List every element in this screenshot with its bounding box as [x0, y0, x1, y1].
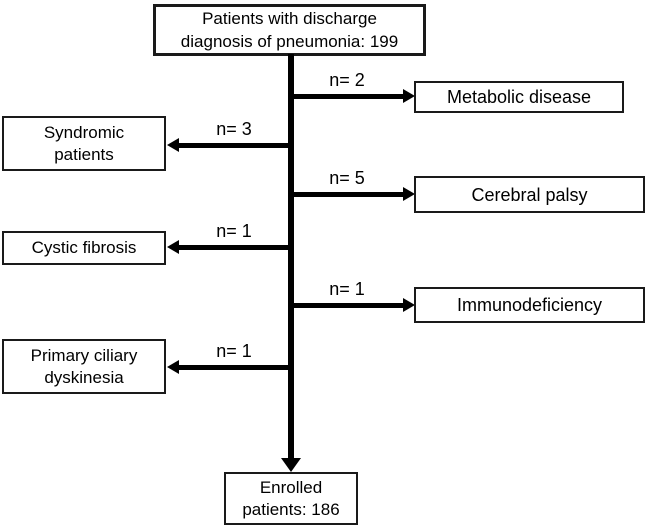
- exclusion-box-cerebral-palsy: Cerebral palsy: [414, 176, 645, 213]
- right-arrowhead-icon: [403, 298, 415, 312]
- exclusion-label: Metabolic disease: [446, 87, 592, 107]
- count-label-metabolic: n= 2: [329, 70, 365, 90]
- start-node-pneumonia-patients: Patients with discharge diagnosis of pne…: [153, 4, 426, 56]
- exclusion-box-cystic-fibrosis: Cystic fibrosis: [2, 231, 166, 265]
- main-flow-line: [288, 54, 294, 459]
- arrow-line: [179, 143, 291, 148]
- left-arrowhead-icon: [167, 138, 179, 152]
- start-node-line1: Patients with discharge: [202, 9, 377, 28]
- count-label-cerebral: n= 5: [329, 168, 365, 188]
- exclusion-label-line2: dyskinesia: [44, 367, 124, 387]
- exclusion-box-primary-ciliary-dyskinesia: Primary ciliary dyskinesia: [2, 339, 166, 394]
- end-node-line1: Enrolled: [259, 477, 323, 497]
- arrow-line: [179, 245, 291, 250]
- exclusion-label-line1: Primary ciliary: [30, 345, 138, 365]
- exclusion-label: Immunodeficiency: [456, 295, 603, 315]
- start-node-line2: diagnosis of pneumonia: 199: [180, 32, 399, 51]
- arrow-line: [291, 303, 403, 308]
- exclusion-label: Cystic fibrosis: [31, 238, 137, 257]
- right-arrowhead-icon: [403, 89, 415, 103]
- exclusion-label: Cerebral palsy: [471, 184, 588, 205]
- count-label-cystic: n= 1: [216, 221, 252, 241]
- left-arrowhead-icon: [167, 360, 179, 374]
- down-arrowhead-icon: [281, 458, 301, 472]
- arrow-line: [291, 94, 403, 99]
- count-label-pcd: n= 1: [216, 341, 252, 361]
- end-node-enrolled-patients: Enrolled patients: 186: [224, 472, 358, 525]
- arrow-line: [291, 192, 403, 197]
- arrow-line: [179, 365, 291, 370]
- exclusion-box-metabolic-disease: Metabolic disease: [414, 81, 624, 113]
- exclusion-box-syndromic-patients: Syndromic patients: [2, 116, 166, 171]
- right-arrowhead-icon: [403, 187, 415, 201]
- end-node-line2: patients: 186: [242, 499, 340, 519]
- count-label-syndromic: n= 3: [216, 119, 252, 139]
- left-arrowhead-icon: [167, 240, 179, 254]
- exclusion-box-immunodeficiency: Immunodeficiency: [414, 287, 645, 323]
- count-label-immuno: n= 1: [329, 279, 365, 299]
- exclusion-label-line2: patients: [54, 144, 114, 164]
- exclusion-label-line1: Syndromic: [43, 122, 125, 142]
